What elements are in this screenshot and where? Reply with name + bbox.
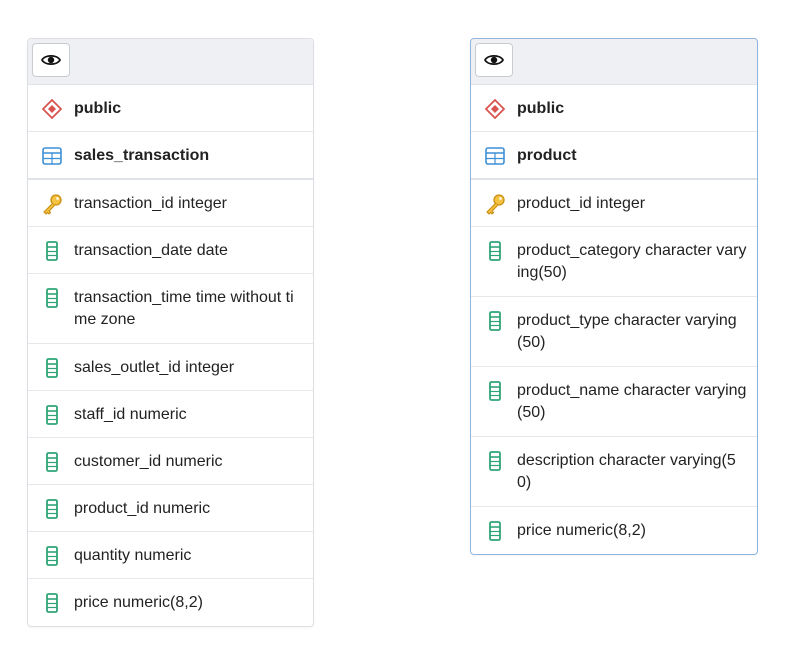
column-row: transaction_time time without time zone — [28, 274, 313, 344]
table-name: sales_transaction — [74, 147, 210, 164]
column-icon — [484, 380, 506, 402]
column-label: product_id integer — [517, 195, 646, 212]
column-label: price numeric(8,2) — [517, 522, 646, 539]
column-icon — [41, 545, 63, 567]
column-row: staff_id numeric — [28, 391, 313, 438]
column-row: product_category character varying(50) — [471, 227, 757, 297]
schema-name: public — [74, 100, 122, 117]
table-icon — [484, 145, 506, 167]
column-row: product_id numeric — [28, 485, 313, 532]
column-label: customer_id numeric — [74, 453, 223, 470]
column-row: price numeric(8,2) — [28, 579, 313, 626]
column-label: product_id numeric — [74, 500, 211, 517]
table-node-product[interactable]: public product product_id integer produc… — [470, 38, 758, 555]
column-label: product_type character varying(50) — [517, 312, 737, 351]
table-name-row: sales_transaction — [28, 132, 313, 180]
column-label: description character varying(50) — [517, 452, 736, 491]
schema-diamond-icon — [484, 98, 506, 120]
key-icon — [41, 193, 63, 215]
column-label: transaction_date date — [74, 242, 228, 259]
column-row: product_name character varying(50) — [471, 367, 757, 437]
column-row: quantity numeric — [28, 532, 313, 579]
column-label: price numeric(8,2) — [74, 594, 203, 611]
toggle-details-button[interactable] — [475, 43, 513, 77]
column-icon — [41, 451, 63, 473]
table-name: product — [517, 147, 577, 164]
column-icon — [41, 240, 63, 262]
eye-icon — [41, 53, 61, 67]
column-row: product_type character varying(50) — [471, 297, 757, 367]
column-icon — [484, 450, 506, 472]
schema-row: public — [28, 85, 313, 132]
column-row: description character varying(50) — [471, 437, 757, 507]
column-label: staff_id numeric — [74, 406, 187, 423]
column-icon — [41, 498, 63, 520]
column-row: customer_id numeric — [28, 438, 313, 485]
column-row: price numeric(8,2) — [471, 507, 757, 554]
column-label: transaction_id integer — [74, 195, 227, 212]
primary-key-row: transaction_id integer — [28, 180, 313, 227]
toggle-details-button[interactable] — [32, 43, 70, 77]
column-row: transaction_date date — [28, 227, 313, 274]
eye-icon — [484, 53, 504, 67]
table-name-row: product — [471, 132, 757, 180]
column-icon — [41, 357, 63, 379]
column-icon — [41, 404, 63, 426]
schema-name: public — [517, 100, 565, 117]
column-label: product_category character varying(50) — [517, 242, 747, 281]
column-label: transaction_time time without time zone — [74, 289, 294, 328]
column-icon — [484, 520, 506, 542]
node-toolbar — [471, 39, 757, 85]
schema-diamond-icon — [41, 98, 63, 120]
node-toolbar — [28, 39, 313, 85]
table-node-sales-transaction[interactable]: public sales_transaction transaction_id … — [27, 38, 314, 627]
column-row: sales_outlet_id integer — [28, 344, 313, 391]
column-icon — [41, 287, 63, 309]
table-icon — [41, 145, 63, 167]
primary-key-row: product_id integer — [471, 180, 757, 227]
column-label: quantity numeric — [74, 547, 192, 564]
column-icon — [484, 310, 506, 332]
column-icon — [484, 240, 506, 262]
key-icon — [484, 193, 506, 215]
column-icon — [41, 592, 63, 614]
schema-row: public — [471, 85, 757, 132]
column-label: product_name character varying(50) — [517, 382, 747, 421]
column-label: sales_outlet_id integer — [74, 359, 235, 376]
